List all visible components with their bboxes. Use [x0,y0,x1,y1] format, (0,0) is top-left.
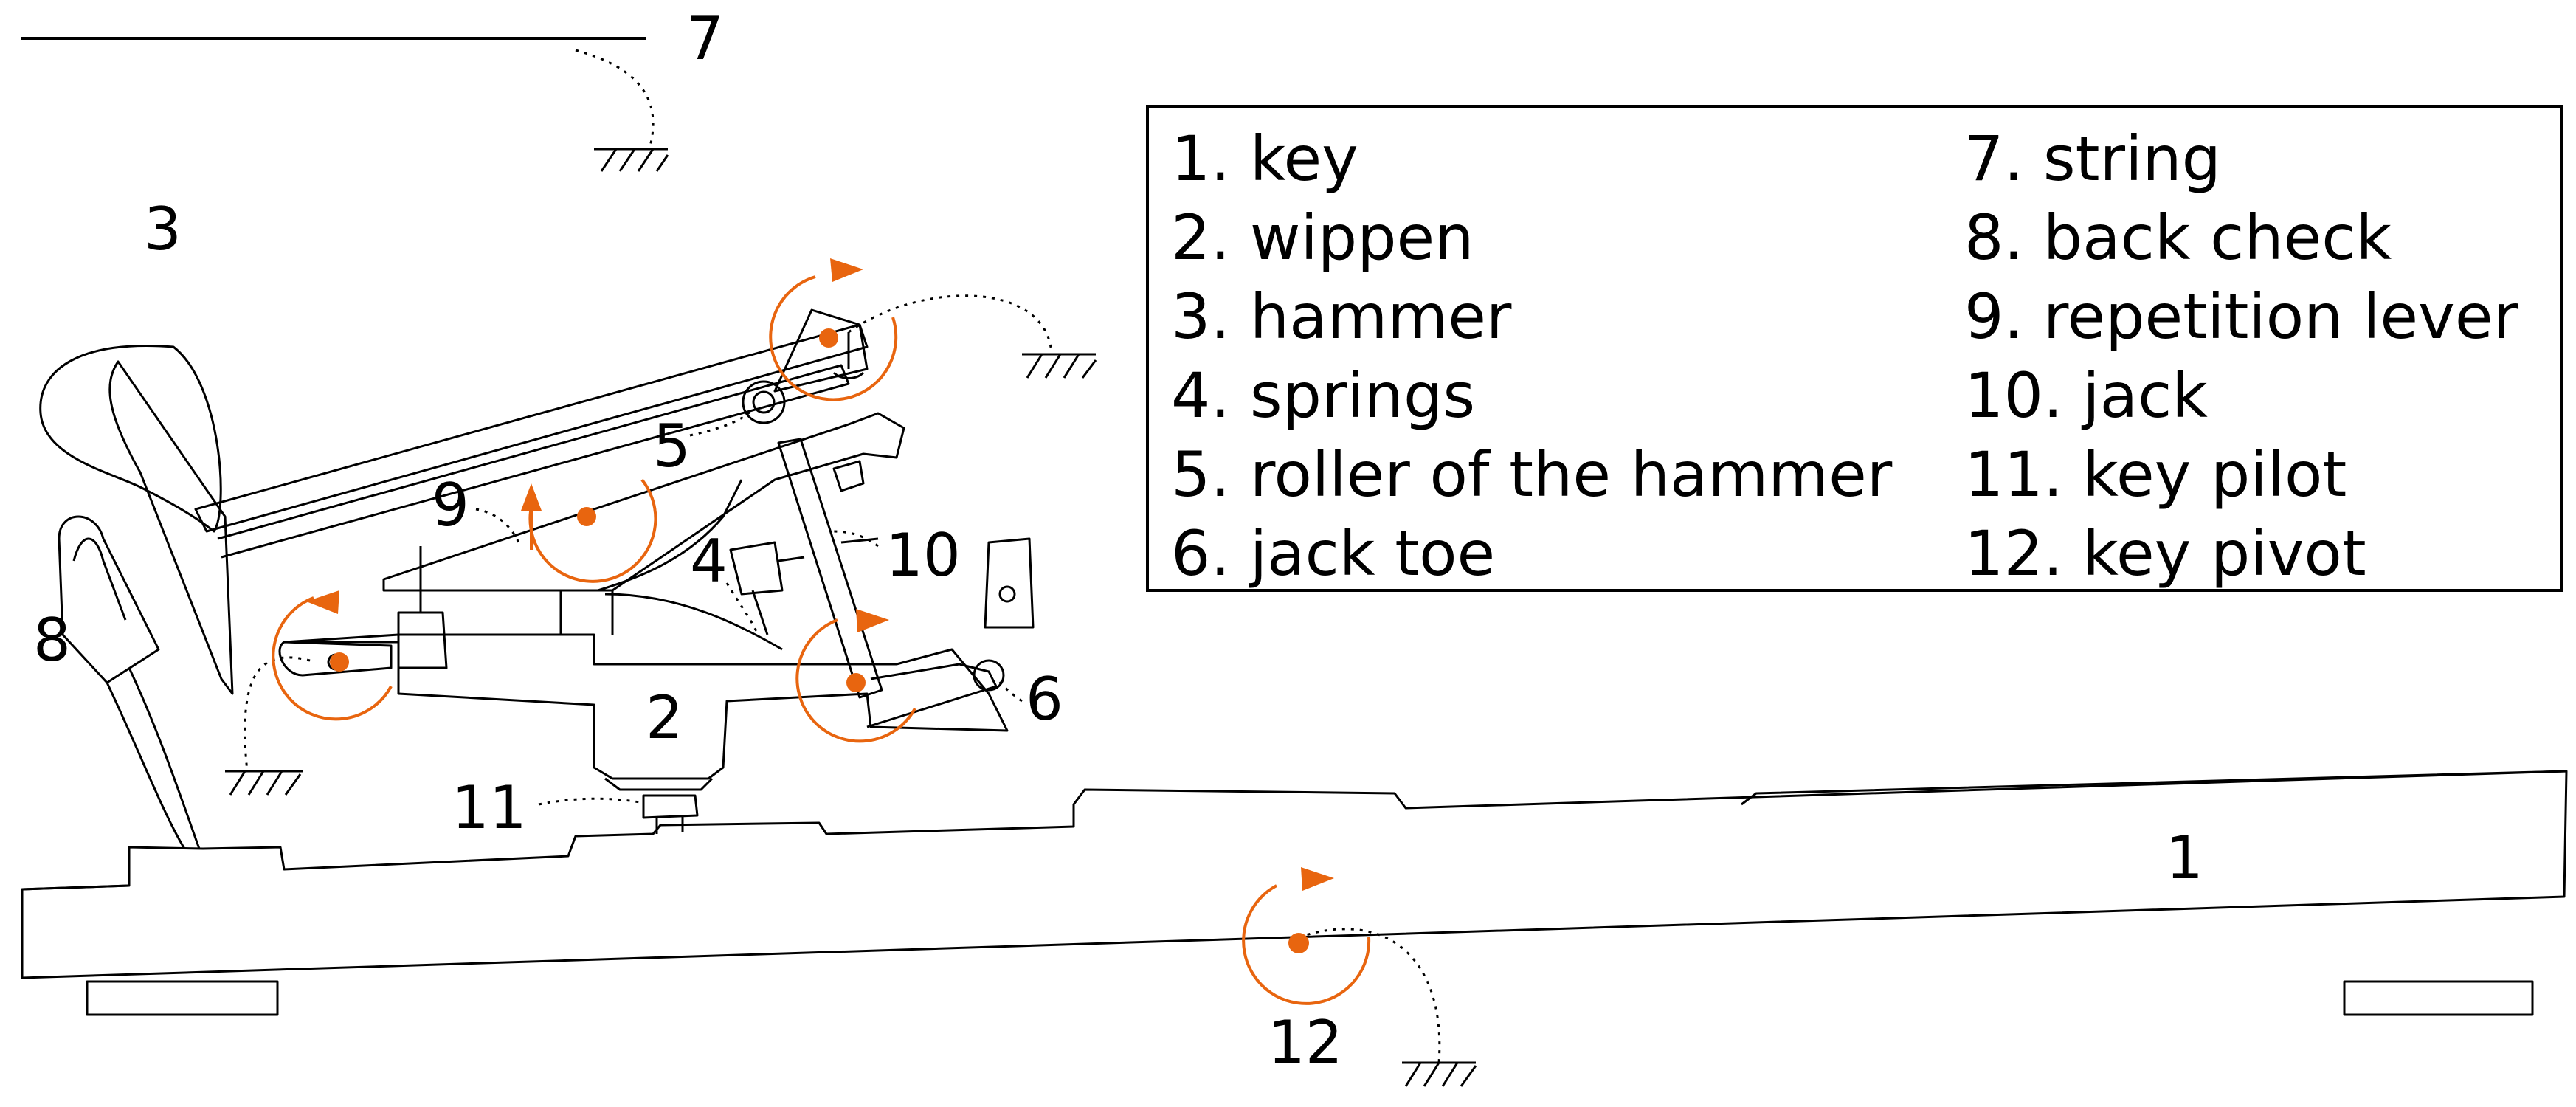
key-rotation-arc [1242,884,1371,1005]
legend-entry: 11. key pilot [1964,438,2347,511]
key-body [21,770,2568,979]
legend-box: 1. key 2. wippen 3. hammer 4. springs 5.… [1146,105,2563,592]
wippen-pivot-dot [330,652,349,672]
hammer-pivot-dot [819,328,838,348]
regulating-button [984,537,1035,629]
regulating-button-hole [998,585,1016,603]
legend-entry: 9. repetition lever [1964,280,2519,353]
hammer-rotation-arrowhead [830,258,863,282]
jack-rotation-arc [795,618,916,743]
callout-key-pilot: 11 [452,773,527,842]
jack-head [832,460,865,492]
callout-key-pivot: 12 [1268,1008,1343,1077]
spring-wire [604,593,783,651]
wippen-flange [278,641,393,677]
hammer-shank [194,323,869,533]
callout-hammer: 3 [144,195,182,263]
legend-entry: 1. key [1171,123,1358,195]
back-check-head [58,515,160,684]
callout-wippen: 2 [646,683,683,752]
repetition-lever [382,412,905,592]
jack-body [777,438,883,699]
jack-pin [840,537,879,544]
callout-string: 7 [686,4,724,73]
wippen-rotation-arrowhead [306,590,339,614]
leader-roller [689,408,754,437]
leader-key-pilot [538,797,644,806]
repetition-pivot-dot [577,507,596,526]
wippen-ground-icon [225,770,303,796]
hammer-head [39,344,222,533]
string-ground-icon [594,148,669,172]
leader-jack-toe [995,677,1023,703]
key-front-strip [21,884,130,891]
jack-pivot-dot [846,673,866,692]
spring-block [729,541,784,596]
legend-entry: 12. key pivot [1964,517,2366,590]
jack-rotation-arrowhead [856,609,889,632]
callout-key: 1 [2166,824,2203,892]
callout-roller: 5 [653,412,691,480]
jack-toe [866,663,998,728]
key-pivot-spring-lead [1298,928,1441,1063]
back-check-wire [106,682,186,849]
hammer-stop-pin [832,332,865,379]
callout-back-check: 8 [33,606,71,675]
legend-column-right: 7. string 8. back check 9. repetition le… [1964,120,2518,593]
key-pivot-ground-icon [1402,1061,1477,1087]
key-top-bevel [1741,770,2567,806]
key-back-rail [2343,980,2534,1016]
callout-repetition-lever: 9 [432,471,469,539]
key-pilot-body [642,794,699,819]
key-rotation-arrowhead [1301,867,1334,891]
spring-pin [778,556,805,562]
legend-entry: 4. springs [1171,359,1476,432]
callout-springs: 4 [690,527,728,596]
hammer-ground-icon [1022,353,1097,379]
legend-entry: 10. jack [1964,359,2208,432]
key-pivot-dot [1288,933,1309,953]
spring-wire [597,479,743,592]
legend-column-left: 1. key 2. wippen 3. hammer 4. springs 5.… [1171,120,1892,593]
key-front-rail [86,980,279,1016]
hammer-butt [773,308,869,393]
legend-entry: 3. hammer [1171,280,1512,353]
wippen-heel [604,777,714,791]
drop-screw [397,611,448,669]
legend-entry: 2. wippen [1171,201,1474,274]
repetition-lift-arrowhead [521,483,542,511]
legend-entry: 8. back check [1964,201,2392,274]
leader-repetition-lever [475,508,522,547]
wippen-rotation-arc [272,596,393,721]
hammer-rotation-arc [769,275,898,401]
string-spring-lead [575,49,655,150]
callout-jack: 10 [885,521,961,590]
legend-entry: 5. roller of the hammer [1171,438,1893,511]
back-check-head-inner [72,537,127,621]
hammer-spring-lead [848,294,1053,355]
hammer-molding [108,360,234,695]
spring-holder [751,590,769,635]
callout-jack-toe: 6 [1026,665,1063,734]
legend-entry: 7. string [1964,123,2221,195]
jack-toe-knob [973,659,1005,692]
back-check-wire [128,667,201,849]
legend-entry: 6. jack toe [1171,517,1496,590]
hammer-roller-core [752,390,776,414]
hammer-roller [742,380,786,424]
wippen-body [283,633,1009,780]
